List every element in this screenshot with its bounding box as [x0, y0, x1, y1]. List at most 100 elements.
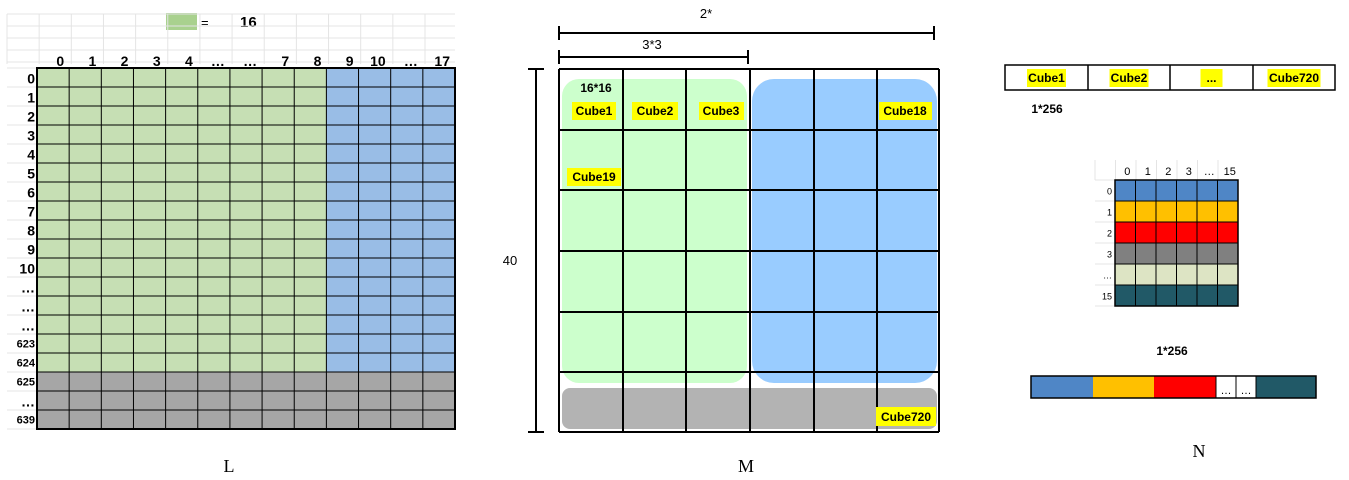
l-row-label: …	[21, 318, 35, 334]
l-row-label: 623	[17, 339, 35, 351]
panel-n: Cube1 Cube2... Cube720 1*256 0 1 2 3 … 15 0 1 2 3 ……	[1004, 64, 1336, 399]
l-row-label: 10	[19, 261, 35, 277]
m-dim-left	[528, 68, 544, 433]
n-grid-col-label: 1	[1145, 166, 1151, 178]
n-bar-segment	[1093, 376, 1154, 398]
l-col-label: 17	[434, 53, 450, 69]
l-column-labels: 0 1 2 3 4 … … 7 8 9 10 … 17	[56, 53, 450, 69]
n-bar-size: 1*256	[1156, 344, 1188, 358]
legend-swatch	[166, 13, 197, 30]
n-flat-bar: ……	[1030, 375, 1317, 399]
n-bar-dots: …	[1221, 385, 1232, 397]
l-row-label: 9	[27, 242, 35, 258]
l-col-label: 4	[185, 53, 193, 69]
l-row-label: …	[21, 299, 35, 315]
n-grid-row-label: 1	[1107, 208, 1112, 218]
m-cube3-highlight	[699, 102, 744, 120]
n-strip-cell-label: Cube720	[1269, 71, 1319, 85]
m-green-region	[562, 79, 747, 383]
legend-equals: =	[201, 15, 209, 30]
l-grid-border	[36, 67, 456, 430]
l-row-label: 4	[27, 147, 35, 163]
l-col-label: 1	[89, 53, 97, 69]
l-col-label: 8	[314, 53, 322, 69]
m-cube720-label: Cube720	[881, 410, 931, 424]
l-row-label: 625	[17, 377, 35, 389]
n-grid-row-label: 15	[1102, 292, 1112, 302]
l-col-label: 2	[121, 53, 129, 69]
l-row-label: 639	[17, 415, 35, 427]
l-row-label: 5	[27, 166, 35, 182]
n-strip-highlight	[1027, 69, 1066, 87]
l-row-label: …	[21, 280, 35, 296]
panel-l: 0 1 2 3 4 … … 7 8 9 10 … 17 0 1 2 3 4 5 6 7 8 9 10 … … … 623 624 625…	[6, 13, 456, 430]
m-cube18-label: Cube18	[883, 104, 927, 118]
m-block-grid	[558, 68, 940, 433]
m-dim-top-label: 2*	[700, 6, 712, 21]
n-bar-segment	[1154, 376, 1216, 398]
n-strip-cell-label: ...	[1206, 71, 1216, 85]
m-dim-sub-label: 3*3	[642, 37, 662, 52]
m-dim-top	[558, 26, 935, 40]
n-strip-highlight	[1200, 69, 1223, 87]
l-row-label: 624	[17, 358, 36, 370]
n-color-grid	[1114, 179, 1239, 307]
n-strip-cell-label: Cube2	[1111, 71, 1148, 85]
l-row-label: 6	[27, 185, 35, 201]
l-col-label: …	[404, 53, 418, 69]
l-col-label: …	[243, 53, 257, 69]
m-cube1-label: Cube1	[576, 104, 613, 118]
n-grid-col-label: …	[1204, 166, 1215, 178]
m-cube3-label: Cube3	[703, 104, 740, 118]
l-row-label: 3	[27, 128, 35, 144]
n-grid-col-label: 15	[1224, 166, 1236, 178]
n-bar-border	[1030, 375, 1317, 399]
n-label: N	[1193, 441, 1206, 461]
l-col-label: 7	[281, 53, 289, 69]
l-row-label: 7	[27, 204, 35, 220]
l-label: L	[224, 456, 235, 476]
n-strip-size: 1*256	[1031, 102, 1063, 116]
l-row-label: 2	[27, 109, 35, 125]
l-col-label: 10	[370, 53, 386, 69]
l-col-label: 9	[346, 53, 354, 69]
m-label: M	[738, 456, 754, 476]
m-cube720-highlight	[876, 407, 936, 426]
panel-m: 2* 3*3 40 16*16 Cube1 Cube2 Cube3 Cube18	[503, 6, 940, 433]
m-cube2-highlight	[632, 102, 678, 120]
l-col-label: …	[211, 53, 225, 69]
n-grid-col-label: 3	[1186, 166, 1192, 178]
n-grid-col-label: 0	[1124, 166, 1130, 178]
l-background-grid	[6, 13, 455, 430]
n-strip-cell-label: Cube1	[1028, 71, 1065, 85]
m-cube2-label: Cube2	[637, 104, 674, 118]
m-cube1-highlight	[572, 102, 616, 120]
n-bar-segment	[1236, 376, 1256, 398]
m-cube19-label: Cube19	[572, 170, 616, 184]
n-bar-segment	[1031, 376, 1093, 398]
l-col-label: 0	[56, 53, 64, 69]
n-grid-row-labels: 0 1 2 3 … 15	[1102, 187, 1112, 302]
l-cell-grid	[36, 67, 456, 430]
n-bar-dots: …	[1241, 385, 1252, 397]
n-strip-highlight	[1267, 69, 1321, 87]
n-bar-segment	[1256, 376, 1316, 398]
l-regions	[37, 68, 455, 429]
l-gray-region	[37, 372, 455, 429]
n-grid-row-label: 2	[1107, 229, 1112, 239]
l-col-label: 3	[153, 53, 161, 69]
m-cube19-highlight	[567, 168, 621, 186]
m-cube18-highlight	[879, 102, 932, 120]
l-row-label: 8	[27, 223, 35, 239]
m-dim-sub	[558, 50, 749, 64]
n-grid-row-label: 0	[1107, 187, 1112, 197]
n-grid-row-label: …	[1103, 271, 1112, 281]
n-grid-row-label: 3	[1107, 250, 1112, 260]
n-cube-strip: Cube1 Cube2... Cube720	[1004, 64, 1336, 91]
n-grid-background	[1094, 160, 1219, 307]
l-row-label: 0	[27, 71, 35, 87]
m-block-size: 16*16	[580, 81, 612, 95]
